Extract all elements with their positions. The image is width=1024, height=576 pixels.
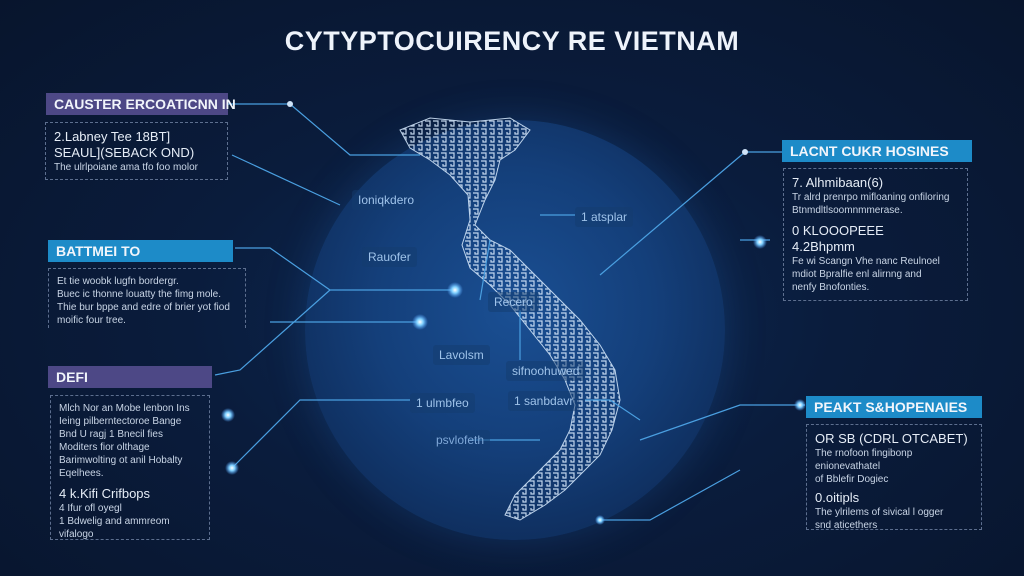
panel-stat: 7. Alhmibaan(6) [792,175,884,190]
panel-text: Tr alrd prenrpo mifloaning onfiloring [792,192,950,203]
panel-text: Btnmdltlsoomnmmerase. [792,205,903,216]
panel-text: Buec ic thonne louatty the fimg mole. [57,289,221,300]
map-label: psvlofeth [430,430,491,450]
panel-defi: Mlch Nor an Mobe lenbon Ins Ieing pilber… [50,395,210,540]
panel-lacnt: 7. Alhmibaan(6) Tr alrd prenrpo mifloani… [783,168,968,301]
panel-battmei: Et tie woobk lugfn bordergr. Buec ic tho… [48,268,246,328]
panel-stat: 2.Labney Tee 18BT] [54,129,171,144]
panel-stat: 4.2Bhpmm [792,239,855,254]
panel-text: Moditers fior olthage [59,442,150,453]
panel-text: Barimwolting ot anil Hobalty [59,455,183,466]
panel-header-defi: DEFI [48,366,212,388]
connector-nodes [221,101,806,525]
map-label: Recero [488,292,539,312]
panel-text: Ieing pilberntectoroe Bange [59,416,182,427]
panel-text: Fe wi Scangn Vhe nanc Reulnoel [792,256,940,267]
panel-text: 1 Bdwelig and ammreom vifalogo [59,516,170,540]
panel-stat: 0.oitipls [815,490,860,505]
panel-header-peakt: PEAKT S&HOPENAIES [806,396,982,418]
panel-text: The ylrilems of sivical l ogger [815,507,944,518]
map-label: 1 atsplar [575,207,634,227]
panel-text: nenfy Bnofonties. [792,282,870,293]
panel-stat: 0 KLOOOPEEE [792,223,884,238]
panel-causter: 2.Labney Tee 18BT] SEAUL](SEBACK OND) Th… [45,122,228,180]
panel-text: snd aticethers [815,520,878,531]
page-title: CYTYPTOCUIRENCY RE VIETNAM [284,26,740,56]
vietnam-map [399,117,621,521]
map-label: Rauofer [362,247,417,267]
map-label: Ioniqkdero [352,190,421,210]
panel-stat: OR SB (CDRL OTCABET) [815,431,968,446]
panel-text: Eqelhees. [59,468,104,479]
panel-text: of Bblefir Dogiec [815,474,889,485]
panel-header-lacnt: LACNT CUKR HOSINES [782,140,972,162]
panel-stat: SEAUL](SEBACK OND) [54,145,195,160]
panel-text: 4 Ifur ofl oyegl [59,503,122,514]
panel-text: Et tie woobk lugfn bordergr. [57,276,179,287]
map-label: 1 sanbdavr [508,391,580,411]
panel-header-causter: CAUSTER ERCOATICNN IN [46,93,236,115]
panel-text: Thie bur bppe and edre of brier yot fiod [57,302,230,313]
panel-text: Mlch Nor an Mobe lenbon Ins [59,403,190,414]
panel-text: mdiot Bpralfie enl alirnng and [792,269,922,280]
panel-text: moific four tree. [57,315,126,326]
panel-text: The ulrlpoiane ama tfo foo molor [54,162,198,173]
map-label: Lavolsm [433,345,490,365]
panel-stat: 4 k.Kifi Crifbops [59,486,151,501]
panel-peakt: OR SB (CDRL OTCABET) The rnofoon fingibo… [806,424,982,531]
panel-text: The rnofoon fingibonp enionevathatel [815,448,913,472]
panel-text: Bnd U ragj 1 Bnecil fies [59,429,163,440]
map-label: sifnoohuwed [506,361,586,381]
panel-header-battmei: BATTMEI TO [48,240,233,262]
map-label: 1 ulmbfeo [410,393,475,413]
